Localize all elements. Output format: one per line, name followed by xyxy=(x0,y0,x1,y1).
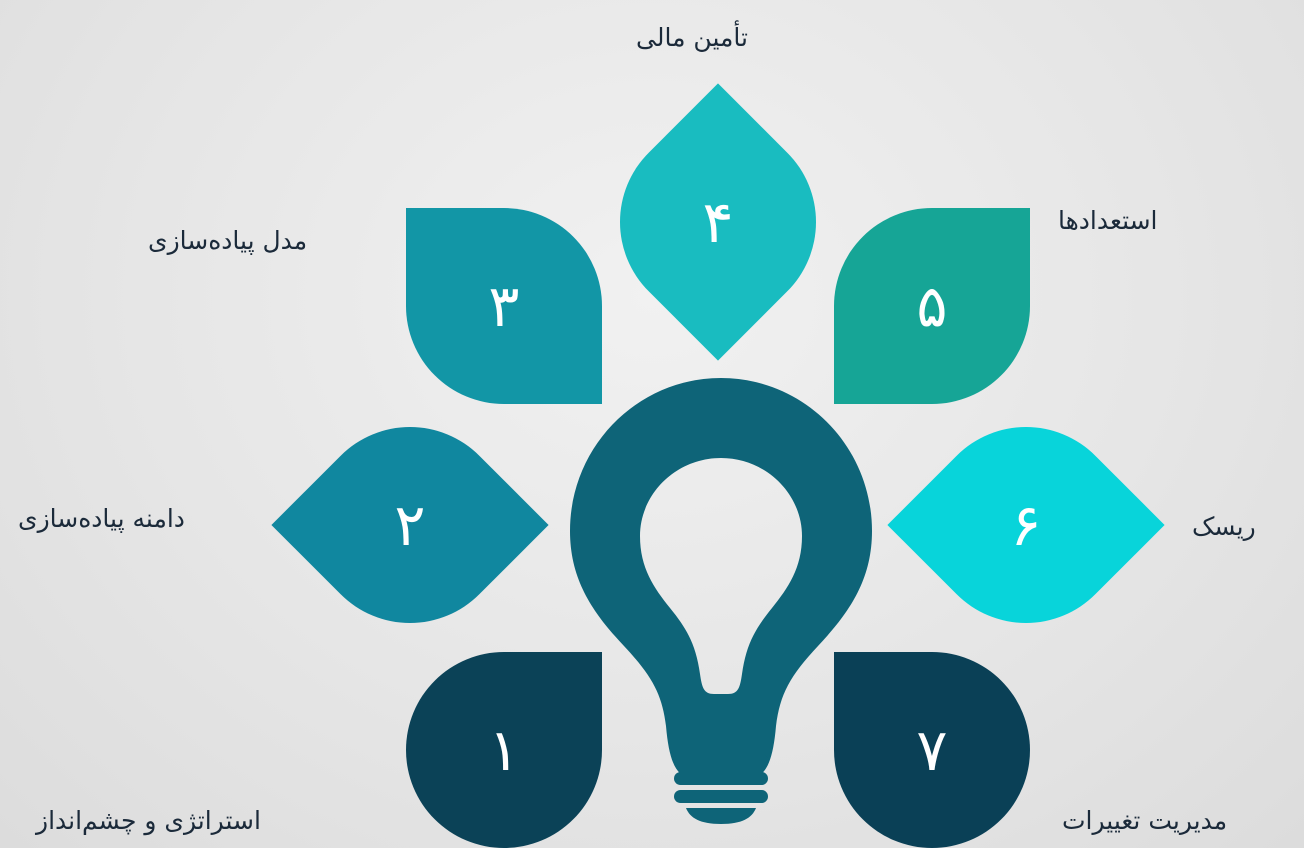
petal-5-label: استعدادها xyxy=(1058,206,1158,235)
bulb-base-tip xyxy=(686,808,756,824)
petal-2-number: ۲ xyxy=(394,491,426,559)
petal-5-shape xyxy=(834,208,1030,404)
petal-3: ۳ xyxy=(406,208,602,404)
petal-4-number: ۴ xyxy=(702,188,734,256)
petal-2-label: دامنه پیاده‌سازی xyxy=(18,504,185,533)
petal-3-label: مدل پیاده‌سازی xyxy=(148,226,308,255)
bulb-base-ring-1 xyxy=(674,754,768,767)
petal-3-shape xyxy=(406,208,602,404)
petal-1: ۱ xyxy=(406,652,602,848)
petal-7-label: مدیریت تغییرات xyxy=(1062,806,1228,835)
bulb-glass xyxy=(570,378,872,778)
petal-2: ۲ xyxy=(271,386,549,664)
petal-7-shape xyxy=(834,652,1030,848)
petal-4: ۴ xyxy=(579,83,857,361)
bulb-base-ring-2 xyxy=(674,772,768,785)
petal-5-number: ۵ xyxy=(916,272,948,340)
petal-1-shape xyxy=(406,652,602,848)
petal-3-number: ۳ xyxy=(488,272,520,340)
light-bulb-icon xyxy=(570,378,872,824)
petal-6-number: ۶ xyxy=(1010,491,1042,559)
petal-1-label: استراتژی و چشم‌انداز xyxy=(36,806,261,835)
petal-4-label: تأمین مالی xyxy=(636,23,748,52)
petal-7-number: ۷ xyxy=(916,716,948,784)
bulb-base-ring-3 xyxy=(674,790,768,803)
petal-7: ۷ xyxy=(834,652,1030,848)
petal-6-label: ریسک xyxy=(1192,512,1256,541)
petal-6: ۶ xyxy=(887,386,1165,664)
petal-5: ۵ xyxy=(834,208,1030,404)
petal-1-number: ۱ xyxy=(488,716,520,784)
